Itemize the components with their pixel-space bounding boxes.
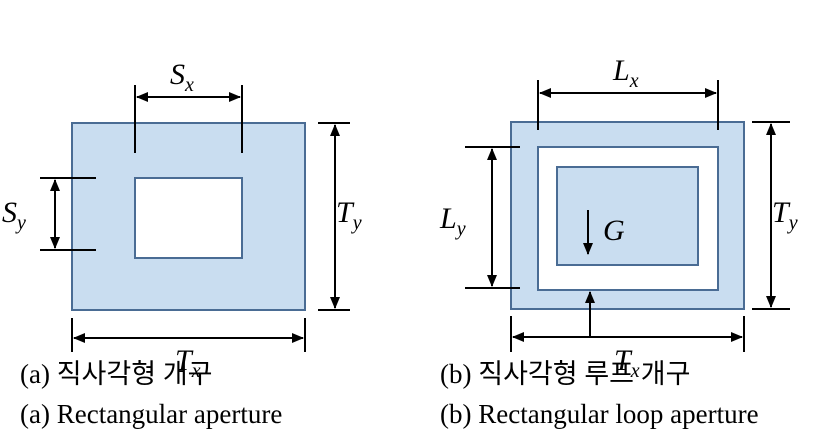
label-tx: Tx xyxy=(614,344,640,382)
label-ly: Ly xyxy=(439,202,466,240)
rectangular-hole xyxy=(134,177,243,259)
label-tx: Tx xyxy=(175,344,201,382)
gap-g-indicator: G xyxy=(583,210,625,336)
dimension-tx: Tx xyxy=(71,318,306,382)
dimension-ty: Ty xyxy=(318,122,362,311)
dimension-sy: Sy xyxy=(2,177,96,251)
label-g: G xyxy=(603,214,625,247)
caption-a-english: (a) Rectangular aperture xyxy=(20,399,283,429)
label-ty: Ty xyxy=(336,196,362,234)
caption-b-korean: (b) 직사각형 루프 개구 xyxy=(440,359,691,389)
diagram-rectangular-loop-aperture: Lx Ly Ty Tx G xyxy=(439,54,798,382)
label-sy: Sy xyxy=(2,196,26,234)
caption-a-korean: (a) 직사각형 개구 xyxy=(20,359,213,389)
label-sx: Sx xyxy=(170,58,194,96)
label-ty: Ty xyxy=(772,196,798,234)
inner-patch xyxy=(556,166,699,266)
diagram-rectangular-aperture: Sx Sy Ty Tx xyxy=(2,58,362,382)
dimension-tx: Tx xyxy=(510,316,745,382)
label-lx: Lx xyxy=(612,54,639,92)
dimension-ty: Ty xyxy=(752,121,798,310)
dimension-sx: Sx xyxy=(134,58,243,153)
dimension-lx: Lx xyxy=(537,54,719,130)
caption-b-english: (b) Rectangular loop aperture xyxy=(440,399,759,429)
dimension-ly: Ly xyxy=(439,146,520,289)
